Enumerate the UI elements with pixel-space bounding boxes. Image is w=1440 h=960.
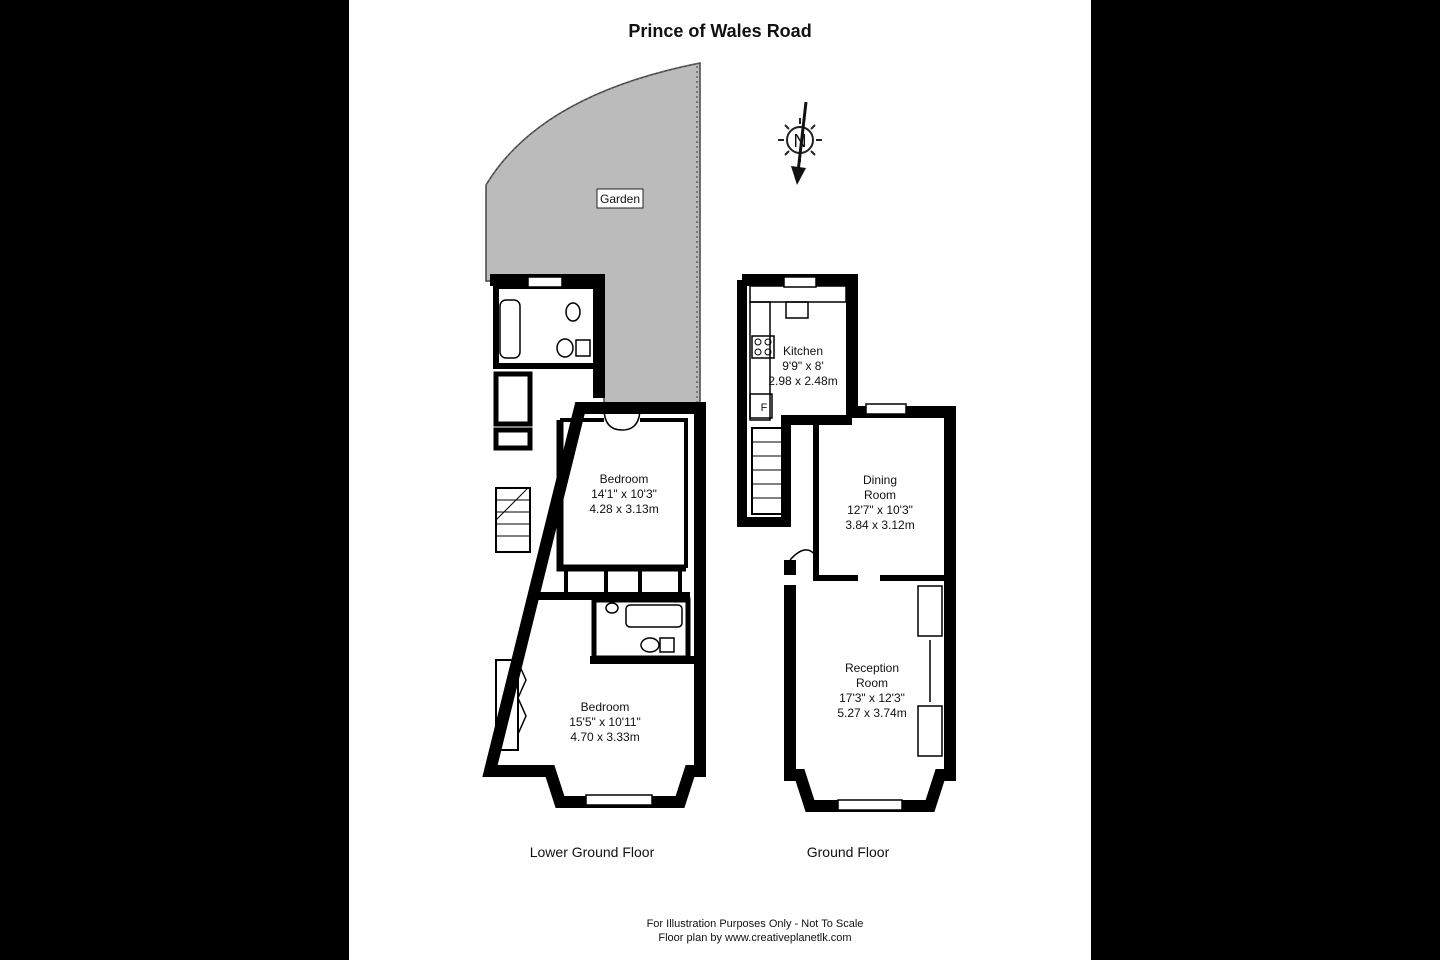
reception-imperial: 17'3" x 12'3" xyxy=(839,691,905,705)
disclaimer-text: For Illustration Purposes Only - Not To … xyxy=(647,918,864,930)
garden-area: Garden xyxy=(485,62,701,409)
dining-metric: 3.84 x 3.12m xyxy=(845,518,914,532)
kitchen-imperial: 9'9" x 8' xyxy=(782,359,824,373)
floor-plan-sheet: Prince of Wales Road N Garden xyxy=(349,0,1091,960)
lg-bedroom-rear-imperial: 14'1" x 10'3" xyxy=(591,487,657,501)
kitchen-metric: 2.98 x 2.48m xyxy=(768,374,837,388)
fridge-label: F xyxy=(761,402,768,414)
ground-floor-caption: Ground Floor xyxy=(807,844,890,860)
lg-bedroom-front-name: Bedroom xyxy=(581,700,630,714)
lower-ground-floor-caption: Lower Ground Floor xyxy=(530,844,655,860)
dining-name-line2: Room xyxy=(864,488,896,502)
garden-label: Garden xyxy=(600,192,640,206)
dining-imperial: 12'7" x 10'3" xyxy=(847,503,913,517)
compass-north-label: N xyxy=(794,131,807,151)
reception-name-line2: Room xyxy=(856,676,888,690)
lower-ground-floor-plan xyxy=(482,274,706,808)
reception-name-line1: Reception xyxy=(845,661,899,675)
ground-floor-plan xyxy=(737,274,956,812)
lg-bedroom-front-metric: 4.70 x 3.33m xyxy=(570,730,639,744)
kitchen-name: Kitchen xyxy=(783,344,823,358)
lg-bedroom-rear-name: Bedroom xyxy=(600,472,649,486)
reception-metric: 5.27 x 3.74m xyxy=(837,706,906,720)
lg-bedroom-rear-metric: 4.28 x 3.13m xyxy=(589,502,658,516)
plan-title: Prince of Wales Road xyxy=(628,21,811,41)
north-compass-icon: N xyxy=(778,101,822,185)
lg-bedroom-front-imperial: 15'5" x 10'11" xyxy=(569,715,641,729)
credit-text: Floor plan by www.creativeplanetlk.com xyxy=(658,932,851,944)
dining-name-line1: Dining xyxy=(863,473,897,487)
